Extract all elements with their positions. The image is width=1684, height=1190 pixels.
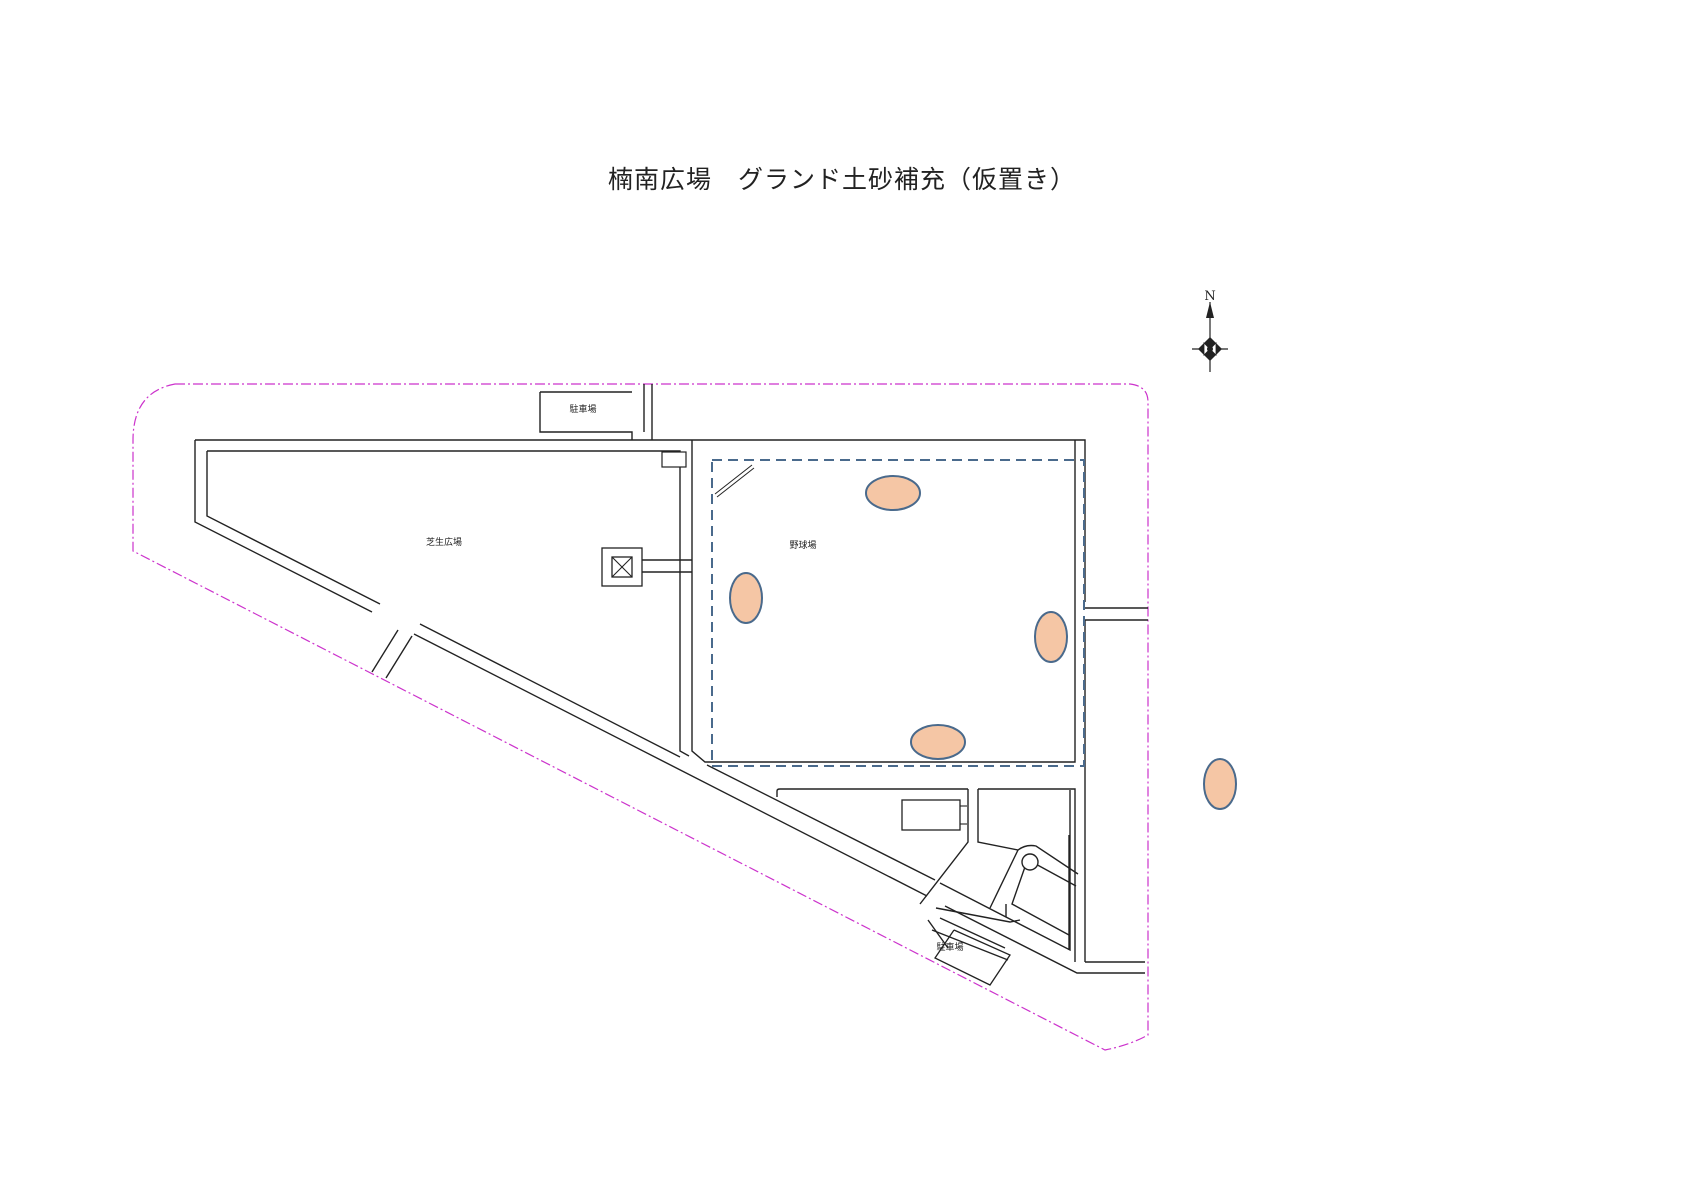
sand-pile — [729, 572, 763, 624]
building-south — [901, 799, 967, 831]
small-shed — [661, 451, 687, 468]
sand-pile — [1034, 611, 1068, 663]
sand-piles — [729, 475, 1237, 810]
site-boundary — [132, 383, 1149, 1051]
sand-pile — [1203, 758, 1237, 810]
west-connector-path — [371, 629, 413, 679]
parking-south-label: 駐車場 — [936, 941, 963, 953]
parking-north-label: 駐車場 — [569, 403, 596, 415]
north-arrow-icon: N — [1192, 289, 1228, 372]
south-garden-paths — [919, 830, 1079, 961]
work-area-boundary — [711, 459, 1085, 767]
baseball-field-label: 野球場 — [789, 539, 816, 551]
main-path-outline — [194, 439, 1148, 974]
corner-hatch — [714, 464, 755, 498]
parking-lot-south: 駐車場 — [934, 929, 1011, 986]
parking-lot-north: 駐車場 — [539, 384, 653, 440]
north-label: N — [1204, 289, 1215, 304]
sand-pile — [865, 475, 921, 511]
lawn-plaza-label: 芝生広場 — [426, 536, 462, 548]
map-title: 楠南広場 グランド土砂補充（仮置き） — [607, 165, 1076, 194]
sand-pile — [910, 724, 966, 760]
plaza-monument — [601, 547, 643, 587]
